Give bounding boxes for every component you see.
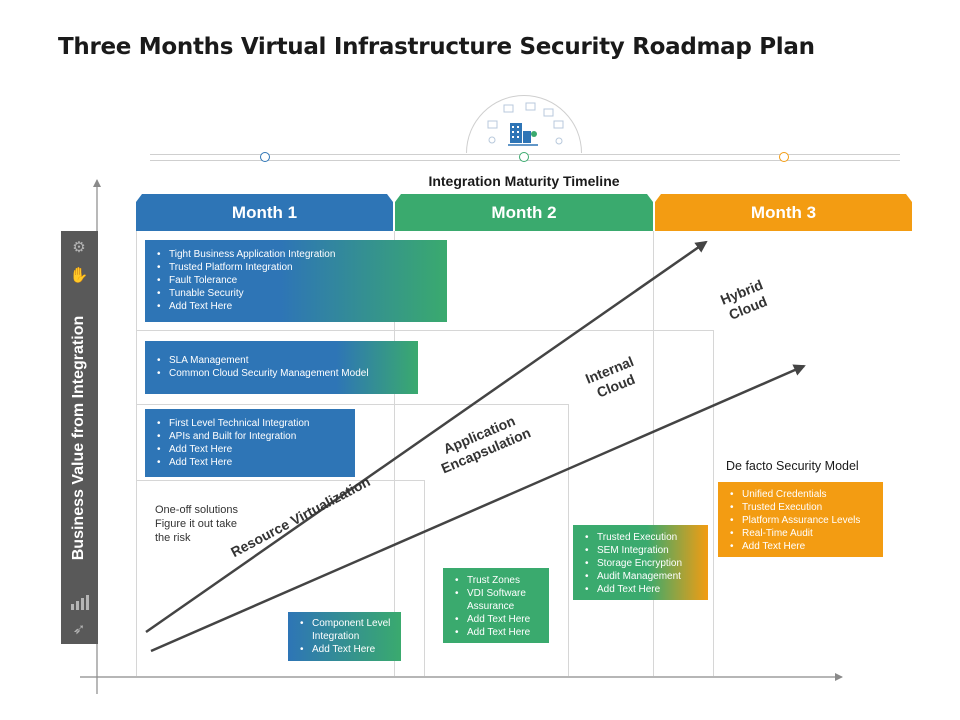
list-item: Tight Business Application Integration	[157, 248, 439, 261]
box-month1-top: Tight Business Application Integration T…	[145, 240, 447, 322]
note-line: One-off solutions	[155, 504, 238, 516]
handshake-icon: ✋	[69, 267, 89, 284]
list-item: VDI Software Assurance	[455, 587, 541, 613]
timeline-dot-month-3	[779, 152, 789, 162]
settings-icon: ⚙	[72, 239, 86, 256]
stage-resource-virtualization: Resource Virtualization	[228, 473, 373, 561]
list-item: Trusted Execution	[585, 531, 700, 544]
list-item: Unified Credentials	[730, 488, 875, 501]
rocket-icon: ➶	[72, 621, 86, 638]
oneoff-note: One-off solutions Figure it out take the…	[155, 503, 238, 545]
stage-internal-cloud: Internal Cloud	[583, 353, 643, 403]
grid-hline	[136, 330, 713, 331]
list-item: Fault Tolerance	[157, 274, 439, 287]
list-item: Common Cloud Security Management Model	[157, 367, 410, 380]
grid-vline	[713, 330, 714, 676]
list-item: Add Text Here	[730, 540, 875, 553]
grid-vline	[568, 404, 569, 676]
grid-hline	[136, 480, 424, 481]
list-item-text: VDI Software Assurance	[467, 588, 526, 612]
list-item: Audit Management	[585, 570, 700, 583]
list-item: Add Text Here	[157, 300, 439, 313]
list-item: Real-Time Audit	[730, 527, 875, 540]
grid-vline	[653, 231, 654, 676]
box-trust-zones: Trust Zones VDI Software Assurance Add T…	[443, 568, 549, 643]
y-axis-label: Business Value from Integration	[70, 315, 87, 561]
chart-icon-svg	[71, 595, 89, 610]
box-component: Component Level Integration Add Text Her…	[288, 612, 401, 661]
grid-hline	[136, 404, 568, 405]
grid-vline	[424, 480, 425, 676]
tab-month-1: Month 1	[136, 194, 393, 231]
stage-application-encapsulation: Application Encapsulation	[432, 409, 533, 478]
list-item: Add Text Here	[157, 443, 347, 456]
list-item: Platform Assurance Levels	[730, 514, 875, 527]
list-item: Add Text Here	[300, 643, 393, 656]
defacto-label: De facto Security Model	[726, 459, 859, 473]
list-item: First Level Technical Integration	[157, 417, 347, 430]
tab-month-2: Month 2	[395, 194, 653, 231]
note-line: Figure it out take	[155, 518, 237, 530]
grid-vline	[136, 231, 137, 676]
list-item: Storage Encryption	[585, 557, 700, 570]
timeline-dot-month-1	[260, 152, 270, 162]
list-item: Tunable Security	[157, 287, 439, 300]
box-trusted-execution: Trusted Execution SEM Integration Storag…	[573, 525, 708, 600]
hub-semicircle	[466, 95, 582, 153]
list-item: Trusted Platform Integration	[157, 261, 439, 274]
timeline-dot-month-2	[519, 152, 529, 162]
list-item: Add Text Here	[455, 613, 541, 626]
y-axis-label-bar	[61, 231, 98, 644]
box-month1-mid: SLA Management Common Cloud Security Man…	[145, 341, 418, 394]
chart-icon	[68, 594, 90, 614]
list-item: Component Level Integration	[300, 617, 393, 643]
list-item: Add Text Here	[157, 456, 347, 469]
note-line: the risk	[155, 532, 191, 544]
list-item-text: Component Level Integration	[312, 618, 391, 642]
timeline-label: Integration Maturity Timeline	[428, 173, 620, 189]
list-item: APIs and Built for Integration	[157, 430, 347, 443]
box-unified-credentials: Unified Credentials Trusted Execution Pl…	[718, 482, 883, 557]
list-item: SEM Integration	[585, 544, 700, 557]
list-item: Add Text Here	[455, 626, 541, 639]
list-item: Trust Zones	[455, 574, 541, 587]
tab-month-3: Month 3	[655, 194, 912, 231]
stage-hybrid-cloud: Hybrid Cloud	[718, 276, 772, 324]
list-item: SLA Management	[157, 354, 410, 367]
building-icon	[487, 102, 563, 146]
page-title: Three Months Virtual Infrastructure Secu…	[58, 34, 815, 60]
list-item: Add Text Here	[585, 583, 700, 596]
box-month1-low: First Level Technical Integration APIs a…	[145, 409, 355, 477]
list-item: Trusted Execution	[730, 501, 875, 514]
